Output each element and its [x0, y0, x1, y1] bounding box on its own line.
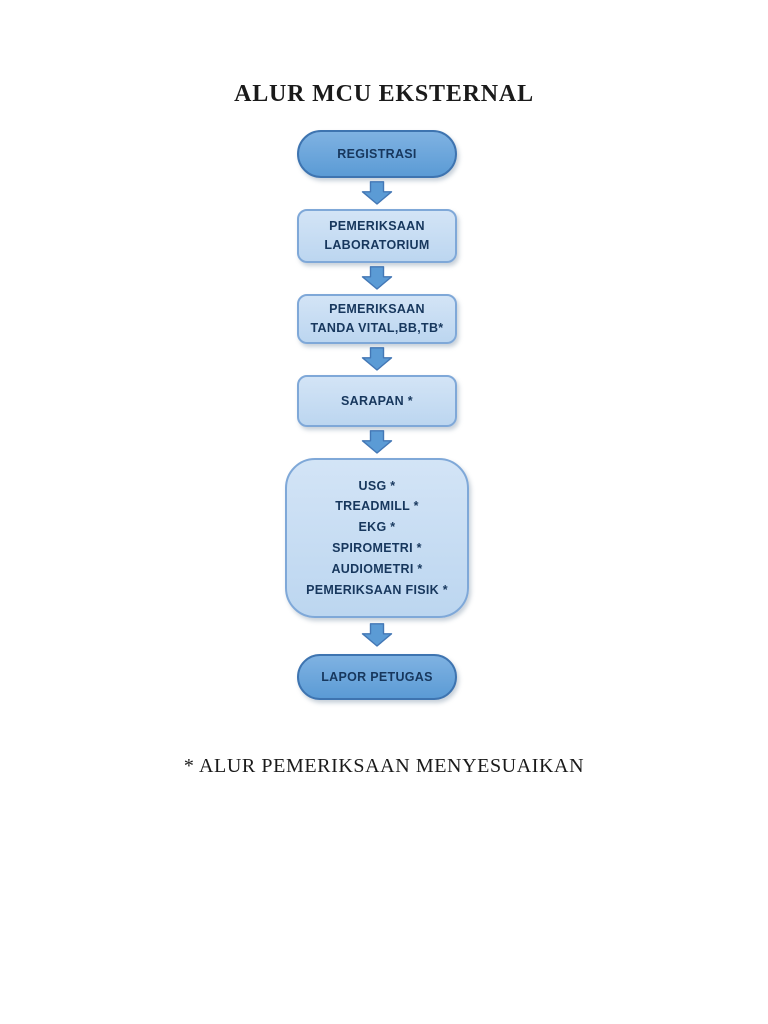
- node-label-line: TANDA VITAL,BB,TB*: [310, 321, 444, 335]
- flow-node-pemeriksaan-laboratorium: PEMERIKSAAN LABORATORIUM: [297, 209, 457, 263]
- footnote: * ALUR PEMERIKSAAN MENYESUAIKAN: [183, 755, 585, 777]
- down-arrow-icon: [361, 347, 393, 371]
- node-label-line: EKG *: [358, 520, 396, 535]
- flow-node-pemeriksaan-lanjutan: USG * TREADMILL * EKG * SPIROMETRI * AUDIOME…: [285, 458, 469, 618]
- node-label-line: REGISTRASI: [337, 146, 417, 161]
- down-arrow-icon: [361, 181, 393, 205]
- node-label-line: LABORATORIUM: [324, 238, 430, 252]
- node-label-line: PEMERIKSAAN: [329, 302, 425, 316]
- down-arrow-icon: [361, 266, 393, 290]
- down-arrow-icon: [361, 623, 393, 647]
- down-arrow-icon: [361, 430, 393, 454]
- flow-node-registrasi: REGISTRASI: [297, 130, 457, 178]
- flow-node-sarapan: SARAPAN *: [297, 375, 457, 427]
- node-label-line: PEMERIKSAAN: [329, 219, 425, 233]
- node-label-line: PEMERIKSAAN FISIK *: [306, 582, 448, 597]
- flow-node-pemeriksaan-tanda-vital: PEMERIKSAAN TANDA VITAL,BB,TB*: [297, 294, 457, 344]
- node-label-line: SPIROMETRI *: [332, 541, 422, 555]
- page-title: ALUR MCU EKSTERNAL: [234, 81, 534, 107]
- node-label-line: LAPOR PETUGAS: [321, 669, 433, 684]
- node-label-line: TREADMILL *: [335, 499, 419, 514]
- node-label-line: SARAPAN *: [341, 393, 413, 408]
- flow-node-lapor-petugas: LAPOR PETUGAS: [297, 654, 457, 700]
- node-label-line: AUDIOMETRI *: [331, 561, 423, 576]
- node-label-line: USG *: [358, 478, 396, 493]
